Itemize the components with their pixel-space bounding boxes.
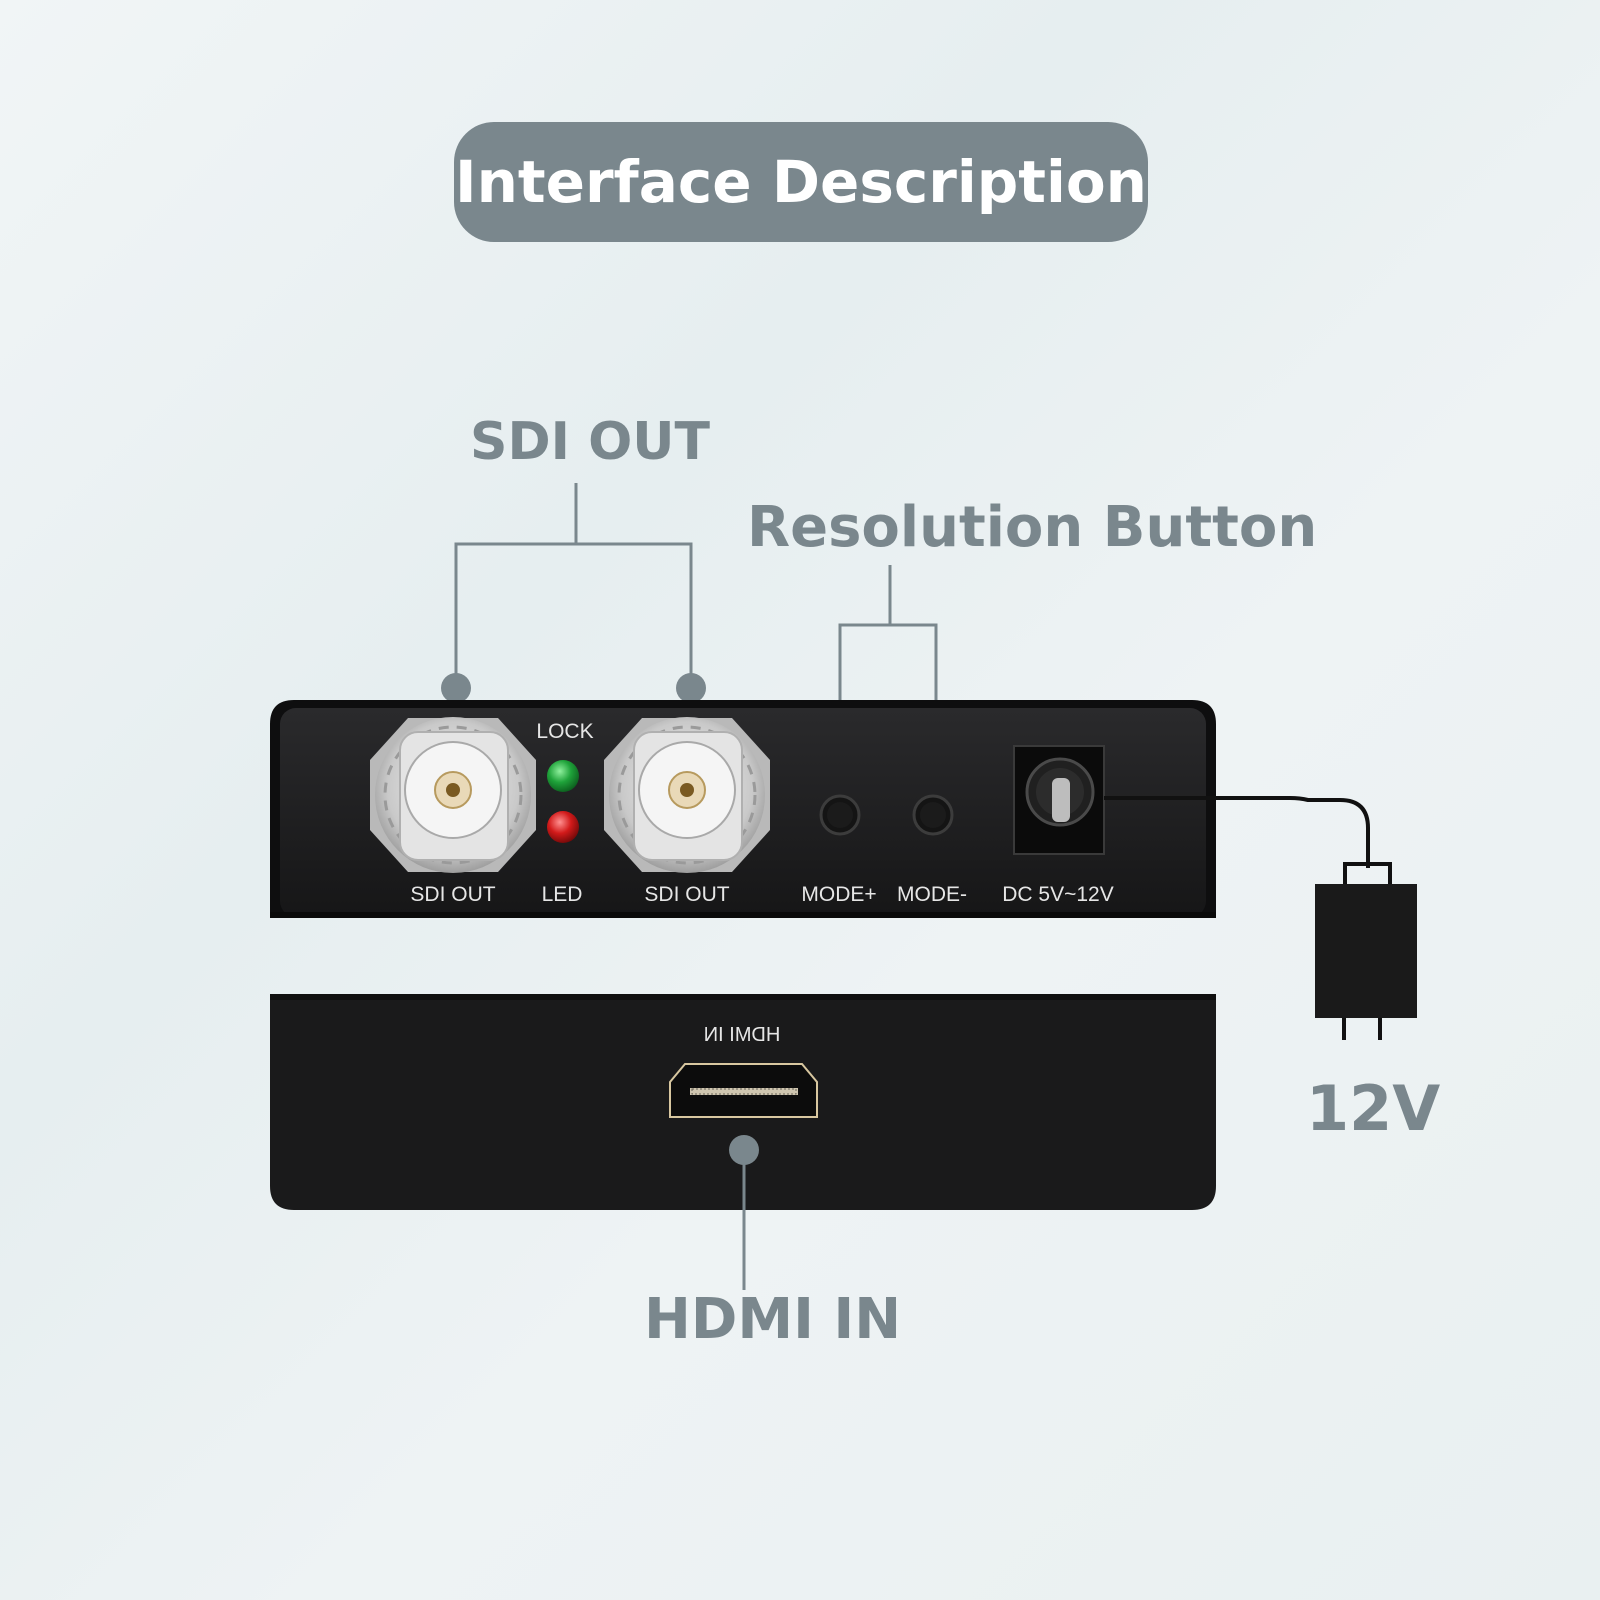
resolution-button-leader — [838, 565, 938, 760]
title-banner: Interface Description — [454, 122, 1148, 242]
power-cable — [1104, 796, 1370, 868]
sdi-out-2-connector — [604, 717, 770, 873]
hdmi-in-callout: HDMI IN — [644, 1287, 902, 1352]
mode-minus-button[interactable] — [912, 794, 954, 836]
sdi-out-1-label: SDI OUT — [410, 883, 496, 906]
dc-input-label: DC 5V~12V — [1002, 883, 1114, 906]
hdmi-in-port-label: HDMI IN — [703, 1024, 781, 1046]
sdi-out-2-marker — [676, 673, 706, 703]
mode-plus-label: MODE+ — [801, 883, 877, 906]
lock-label: LOCK — [536, 720, 594, 743]
lock-led-green — [547, 760, 579, 792]
dc-power-jack — [1013, 745, 1105, 855]
power-callout: 12V — [1306, 1072, 1441, 1145]
resolution-button-callout: Resolution Button — [747, 495, 1318, 560]
sdi-out-leader — [454, 483, 693, 688]
mode-plus-button[interactable] — [819, 794, 861, 836]
led-label: LED — [541, 883, 583, 906]
sdi-out-1-marker — [441, 673, 471, 703]
power-adapter — [1315, 862, 1417, 1040]
sdi-out-2-label: SDI OUT — [644, 883, 730, 906]
sdi-out-callout: SDI OUT — [470, 412, 710, 472]
hdmi-in-port — [669, 1063, 818, 1118]
lock-led-red — [547, 811, 579, 843]
page-title: Interface Description — [455, 148, 1147, 216]
mode-minus-label: MODE- — [897, 883, 967, 906]
sdi-out-1-connector — [370, 717, 536, 873]
